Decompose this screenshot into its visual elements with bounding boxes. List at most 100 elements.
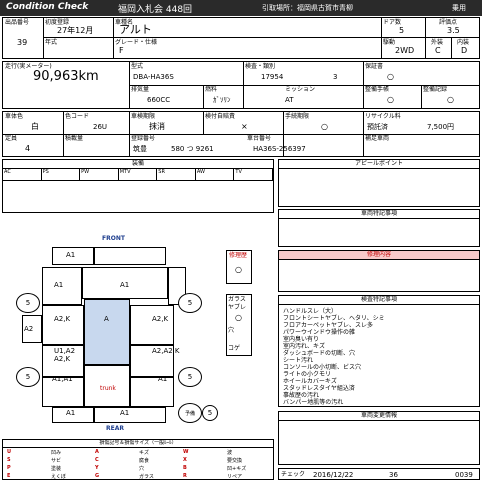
inspector-note: 室内臭い有り — [283, 336, 320, 343]
inspection: 抹消 — [149, 122, 165, 131]
legend-code: U — [7, 449, 12, 455]
wheel-rear-left: 5 — [16, 367, 40, 387]
colorcode: 26U — [93, 123, 108, 131]
inspector-note: フロアカーペットヤブレ、スレ多 — [283, 322, 374, 329]
rear-label: REAR — [106, 425, 124, 432]
vehicle-type: 乗用 — [452, 4, 466, 12]
mark-front-bumper: A1 — [66, 251, 76, 259]
equip-code: SR — [157, 169, 196, 181]
cert-b: 3 — [333, 73, 338, 81]
mark-front-door-right: A2,K — [152, 315, 169, 323]
equip-code: MTV — [118, 169, 158, 181]
info-row-1: 出品番号 39 初度登録 27年12月 年式 車種名 アルト グレード・仕様 F… — [2, 17, 480, 59]
inspector-note: スタッドレスタイヤ組込済 — [283, 385, 355, 392]
glass-label: ガラス — [228, 296, 246, 303]
inspector-note: ライトの小クモリ — [283, 371, 332, 378]
lot-number: 39 — [17, 38, 28, 47]
info-row-3: 車体色 白 色コード 26U 車検期限 抹消 検付自賠責 × 手続期限 ○ リサ… — [2, 111, 480, 157]
inspector-note: 室内汚れ、キズ — [283, 343, 326, 350]
legend-desc: 凹+キズ — [227, 466, 247, 472]
legend-desc: 要交換 — [227, 458, 243, 464]
appeal-header: アピールポイント — [279, 160, 479, 169]
repair-header: 修理内容 — [279, 251, 479, 260]
front-bumper-center — [94, 247, 166, 265]
glass-cut-label: ヤブレ — [228, 304, 247, 311]
recycle-label: リサイクル料 — [365, 113, 401, 120]
mark-front-door-left: A2,K — [54, 315, 71, 323]
cert-a: 17954 — [261, 73, 284, 81]
score-label: 評価点 — [439, 19, 458, 26]
record-label: 整備記録 — [423, 86, 448, 93]
equipment-header: 装備 — [3, 160, 273, 169]
glass-kizu-label: コゲ — [228, 345, 241, 352]
legend-code: E — [7, 473, 11, 479]
regno-a: 筑豊 — [133, 145, 147, 153]
legend-code: R — [183, 473, 187, 479]
mark-roof: A — [104, 315, 109, 323]
note-section: 車両特記事項 — [278, 209, 480, 247]
legend-desc: 波 — [227, 450, 233, 456]
mark-mirror-left: A2 — [24, 325, 34, 333]
fuel: ｶﾞｿﾘﾝ — [213, 96, 231, 104]
wheel-front-left: 5 — [16, 293, 40, 313]
mileage: 90,963km — [33, 69, 99, 84]
colorcode-label: 色コード — [65, 113, 90, 120]
repair-history-label: 修理歴 — [229, 252, 248, 259]
rear-door-left — [42, 345, 84, 377]
cert-label: 検査・類別 — [245, 63, 276, 70]
hood — [82, 267, 168, 299]
legend-desc: 凹み — [51, 450, 62, 456]
procedure-label: 手続期限 — [285, 113, 310, 120]
page-number: 36 — [389, 471, 398, 479]
repair-section: 修理内容 — [278, 250, 480, 292]
legend-desc: サビ — [51, 458, 62, 464]
equip-code: PS — [41, 169, 81, 181]
year-label: 年式 — [45, 39, 58, 46]
inspector-note: フロントシートヤブレ、ヘタリ、シミ — [283, 315, 385, 322]
recycle-fee: 7,500円 — [427, 123, 455, 131]
car-diagram: FRONT REAR A1 A1 A1 A2,K A A2,K A2 U1,A2… — [2, 215, 274, 437]
inspector-note: 事故歴の汚れ — [283, 392, 320, 399]
equip-code: PW — [80, 169, 119, 181]
manual-label: 整備手帳 — [365, 86, 390, 93]
warranty-label: 保証書 — [365, 63, 384, 70]
color: 白 — [31, 122, 39, 131]
legend-code: C — [95, 457, 99, 463]
history-section: 車両変更情報 — [278, 411, 480, 465]
rear-door-right — [130, 345, 174, 377]
record: ○ — [447, 95, 454, 104]
equip-code: AC — [3, 169, 42, 181]
mark-quarter-right: A1 — [158, 375, 168, 383]
inspector-note: ハンドルスレ（大） — [283, 308, 338, 315]
front-door-left — [42, 305, 84, 345]
recycle-status: 預託済 — [367, 123, 388, 131]
insp-date-label: 検付自賠責 — [205, 113, 236, 120]
glass-box: ガラス ヤブレ ○ 穴 コゲ — [226, 294, 252, 356]
mark-rear-door-right: A2,A2 K — [152, 347, 180, 355]
rear-bumper-left — [52, 407, 94, 423]
door-count: 5 — [399, 26, 405, 35]
legend-code: Y — [95, 465, 99, 471]
inspector-note: バンパー地肌等の汚れ — [283, 399, 344, 406]
grade: F — [119, 46, 124, 55]
drive: 2WD — [395, 46, 415, 55]
pickup-location: 引取場所：福岡県古賀市青柳 — [262, 4, 353, 12]
interior-label: 内装 — [457, 39, 470, 46]
legend-desc: キズ — [139, 450, 150, 456]
legend-desc: リペア — [227, 474, 243, 480]
legend-desc: 塗装 — [51, 466, 62, 472]
header-bar: Condition Check 福岡入札会 448回 引取場所：福岡県古賀市青柳… — [0, 0, 482, 16]
exterior-label: 外装 — [431, 39, 444, 46]
inspector-note: ダッシュボードの切断、穴 — [283, 350, 356, 357]
mission: AT — [285, 96, 294, 104]
extra-label: 補足車両 — [365, 135, 390, 142]
car-name: アルト — [119, 23, 152, 36]
mark-rear-bumper-left: A1 — [66, 409, 76, 417]
front-label: FRONT — [102, 235, 125, 242]
fender-left — [42, 267, 82, 305]
cc-label: 排気量 — [131, 86, 150, 93]
